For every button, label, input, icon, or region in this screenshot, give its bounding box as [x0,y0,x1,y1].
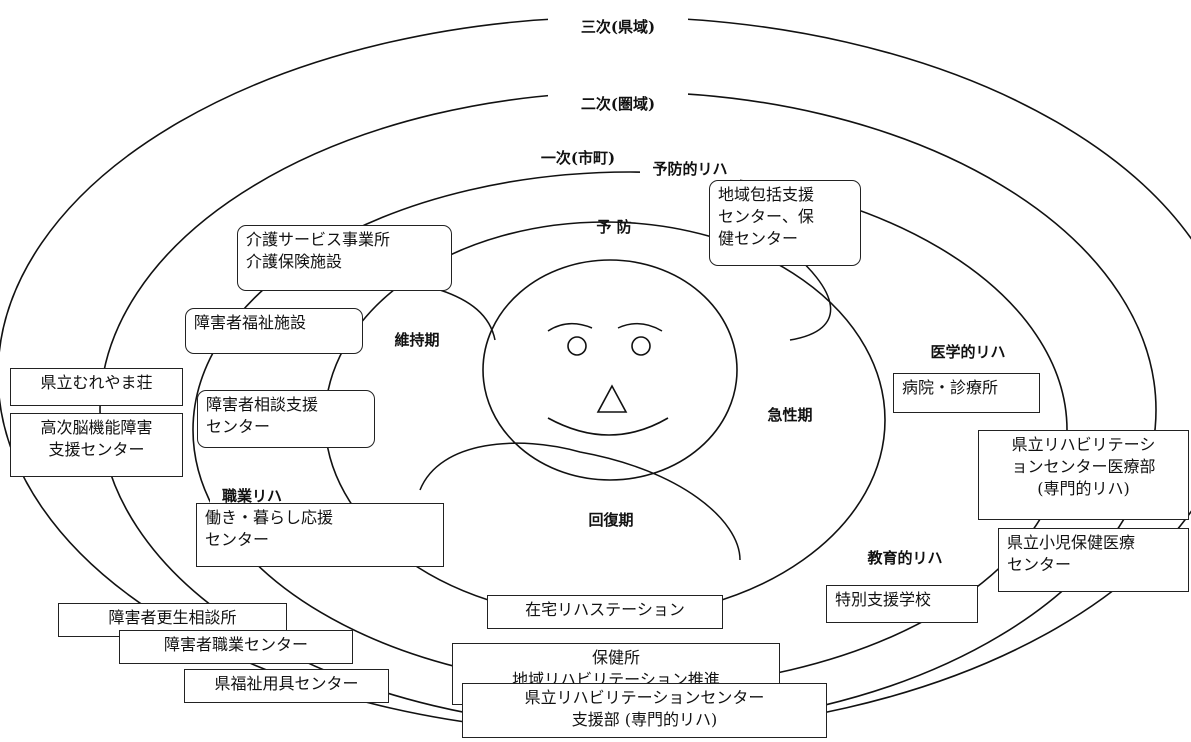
pref-child-health-box: 県立小児保健医療 センター [998,528,1189,592]
face-left-eye [567,336,587,356]
brain-dysfunction-support-box: 高次脳機能障害 支援センター [10,413,183,477]
disability-consultation-box: 障害者相談支援 センター [197,390,375,448]
phase-prevention: 予 防 [596,218,631,236]
primary-label-bg [520,143,638,169]
care-services-box: 介護サービス事業所 介護保険施設 [237,225,452,291]
work-life-support-box: 働き・暮らし応援 センター [196,503,444,567]
tertiary-label: 三次(県域) [581,18,655,36]
vocational-center-box: 障害者職業センター [119,630,353,664]
community-support-center-box: 地域包括支援 センター、保 健センター [709,180,861,266]
educational-rehab-bg [850,546,960,568]
vocational-rehab-label: 職業リハ [222,487,282,505]
face-circle [482,259,738,481]
preventive-rehab-bg [640,158,740,180]
divider-recovery [419,442,741,561]
phase-recovery: 回復期 [588,511,633,529]
hospital-box: 病院・診療所 [893,373,1040,413]
face-left-brow [547,322,593,332]
medical-rehab-label: 医学的リハ [930,343,1005,361]
primary-label: 一次(市町) [541,149,615,167]
medical-rehab-bg [918,340,1018,362]
divider-prevention-left [439,289,496,341]
pref-rehab-medical-box: 県立リハビリテーシ ョンセンター医療部 (専門的リハ) [978,430,1189,520]
pref-rehab-support-box: 県立リハビリテーションセンター 支援部 (専門的リハ) [462,683,827,738]
secondary-label-bg [548,90,688,116]
home-rehab-station-box: 在宅リハステーション [487,595,723,629]
preventive-rehab-label: 予防的リハ [652,160,727,178]
welfare-equipment-center-box: 県福祉用具センター [184,669,389,703]
face-mouth [547,417,669,436]
tertiary-label-bg [548,12,688,38]
phase-acute: 急性期 [767,406,812,424]
mureyama-box: 県立むれやま荘 [10,368,183,406]
face-nose [596,384,628,413]
special-school-box: 特別支援学校 [826,585,978,623]
vocational-rehab-bg [210,485,294,507]
secondary-label: 二次(圏域) [581,95,655,113]
disability-welfare-box: 障害者福祉施設 [185,308,363,354]
face-right-eye [631,336,651,356]
face-right-brow [617,322,663,332]
educational-rehab-label: 教育的リハ [866,549,942,567]
phase-maintenance: 維持期 [394,331,439,349]
